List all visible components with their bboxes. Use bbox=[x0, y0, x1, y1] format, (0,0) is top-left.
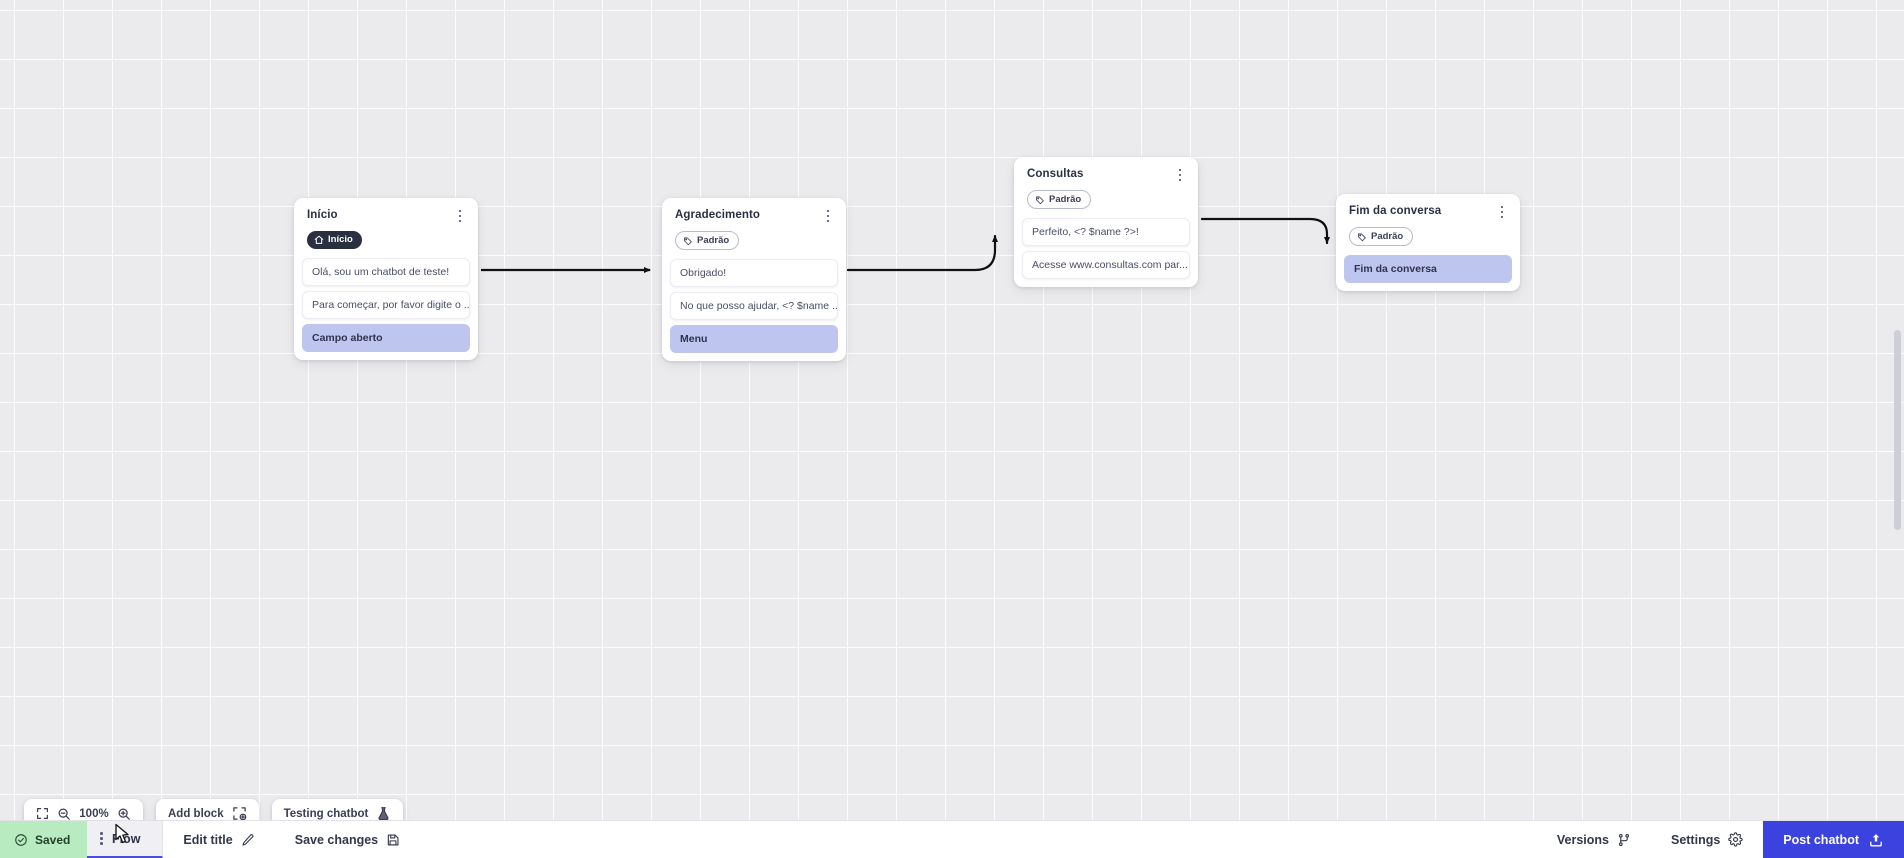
flow-node-agradecimento[interactable]: Agradecimento Padrão Obrigado! No que po… bbox=[662, 198, 846, 361]
fit-screen-icon[interactable] bbox=[36, 807, 49, 820]
node-row[interactable]: Para começar, por favor digite o ... bbox=[302, 291, 470, 319]
node-title: Início bbox=[307, 209, 338, 221]
node-row[interactable]: Acesse www.consultas.com par... bbox=[1022, 250, 1190, 279]
tab-flow[interactable]: Flow bbox=[87, 821, 164, 858]
save-changes-button[interactable]: Save changes bbox=[275, 821, 420, 858]
add-block-label: Add block bbox=[168, 807, 224, 820]
node-row[interactable]: Menu bbox=[670, 324, 838, 353]
node-menu-icon[interactable] bbox=[821, 208, 835, 224]
tag-icon bbox=[1035, 195, 1045, 205]
zoom-level: 100% bbox=[79, 807, 109, 820]
node-rows: Fim da conversa bbox=[1344, 254, 1512, 283]
node-row[interactable]: No que posso ajudar, <? $name ... bbox=[670, 291, 838, 320]
node-header: Fim da conversa bbox=[1344, 203, 1512, 220]
saved-indicator: Saved bbox=[0, 821, 88, 858]
node-header: Consultas bbox=[1022, 166, 1190, 183]
badge-inicio[interactable]: Início bbox=[307, 231, 362, 249]
node-header: Agradecimento bbox=[670, 207, 838, 224]
home-icon bbox=[314, 235, 324, 245]
branch-icon bbox=[1617, 833, 1631, 847]
badge-padrao[interactable]: Padrão bbox=[1027, 190, 1092, 209]
node-badge-row: Início bbox=[302, 224, 470, 250]
edit-title-label: Edit title bbox=[183, 832, 233, 847]
settings-label: Settings bbox=[1670, 832, 1721, 847]
badge-padrao[interactable]: Padrão bbox=[1349, 227, 1414, 246]
badge-label: Padrão bbox=[1049, 193, 1082, 205]
edit-title-button[interactable]: Edit title bbox=[163, 821, 274, 858]
zoom-in-icon[interactable] bbox=[117, 807, 131, 821]
node-row[interactable]: Fim da conversa bbox=[1344, 254, 1512, 283]
flow-connectors bbox=[481, 217, 1331, 274]
badge-label: Padrão bbox=[1371, 230, 1404, 242]
check-circle-icon bbox=[14, 833, 28, 847]
badge-label: Início bbox=[328, 234, 353, 245]
node-menu-icon[interactable] bbox=[1495, 204, 1509, 220]
node-rows: Perfeito, <? $name ?>! Acesse www.consul… bbox=[1022, 217, 1190, 279]
tag-icon bbox=[1357, 232, 1367, 242]
status-bar-right: Versions Settings Post chatbot bbox=[1537, 821, 1904, 858]
vertical-scrollbar[interactable] bbox=[1894, 0, 1901, 820]
node-menu-icon[interactable] bbox=[453, 208, 467, 224]
pencil-icon bbox=[241, 833, 255, 847]
node-badge-row: Padrão bbox=[1022, 183, 1190, 210]
node-header: Início bbox=[302, 207, 470, 224]
node-menu-icon[interactable] bbox=[1173, 167, 1187, 183]
node-rows: Olá, sou um chatbot de teste! Para começ… bbox=[302, 258, 470, 352]
vertical-scrollbar-thumb[interactable] bbox=[1894, 330, 1901, 530]
status-bar-left: Saved Flow Edit title Save changes bbox=[0, 821, 420, 858]
node-title: Agradecimento bbox=[675, 209, 761, 221]
flow-node-consultas[interactable]: Consultas Padrão Perfeito, <? $name ?>! … bbox=[1014, 157, 1198, 287]
add-block-icon bbox=[232, 806, 247, 821]
save-icon bbox=[386, 833, 400, 847]
versions-label: Versions bbox=[1556, 832, 1609, 847]
badge-padrao[interactable]: Padrão bbox=[675, 231, 740, 250]
node-title: Fim da conversa bbox=[1349, 205, 1442, 217]
node-badge-row: Padrão bbox=[670, 224, 838, 251]
post-chatbot-label: Post chatbot bbox=[1783, 832, 1859, 847]
badge-label: Padrão bbox=[697, 234, 730, 246]
status-bar: Saved Flow Edit title Save changes V bbox=[0, 820, 1904, 858]
drag-handle-icon[interactable] bbox=[93, 832, 108, 845]
node-row[interactable]: Olá, sou um chatbot de teste! bbox=[302, 258, 470, 286]
node-badge-row: Padrão bbox=[1344, 220, 1512, 247]
node-row[interactable]: Perfeito, <? $name ?>! bbox=[1022, 217, 1190, 246]
node-row[interactable]: Obrigado! bbox=[670, 258, 838, 287]
upload-icon bbox=[1868, 832, 1884, 848]
settings-button[interactable]: Settings bbox=[1651, 821, 1763, 858]
flow-node-fim-da-conversa[interactable]: Fim da conversa Padrão Fim da conversa bbox=[1336, 194, 1520, 291]
post-chatbot-button[interactable]: Post chatbot bbox=[1763, 821, 1904, 858]
flow-node-inicio[interactable]: Início Início Olá, sou um chatbot de tes… bbox=[294, 198, 478, 360]
versions-button[interactable]: Versions bbox=[1537, 821, 1651, 858]
saved-label: Saved bbox=[35, 832, 71, 847]
node-rows: Obrigado! No que posso ajudar, <? $name … bbox=[670, 258, 838, 353]
gear-icon bbox=[1728, 832, 1743, 847]
zoom-out-icon[interactable] bbox=[57, 807, 71, 821]
node-title: Consultas bbox=[1027, 168, 1084, 180]
flask-icon bbox=[376, 806, 391, 821]
node-row[interactable]: Campo aberto bbox=[302, 324, 470, 352]
save-changes-label: Save changes bbox=[294, 832, 379, 847]
testing-chatbot-label: Testing chatbot bbox=[283, 807, 369, 820]
tag-icon bbox=[683, 236, 693, 246]
tab-flow-label: Flow bbox=[111, 831, 141, 846]
flow-canvas[interactable]: Início Início Olá, sou um chatbot de tes… bbox=[0, 0, 1904, 820]
